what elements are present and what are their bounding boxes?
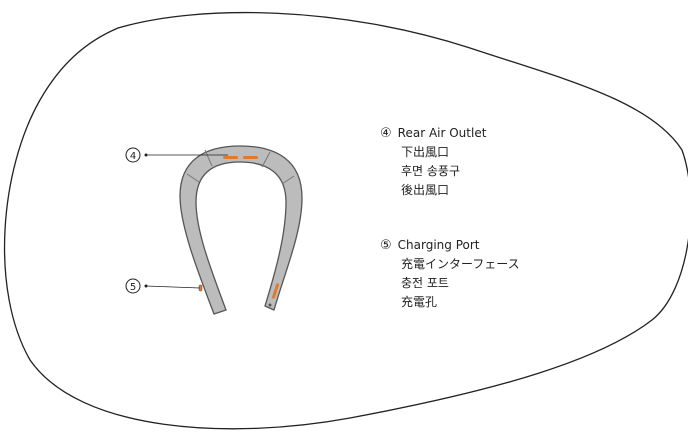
label-translation-ko: 충전 포트 <box>401 276 449 290</box>
teardrop-outline <box>3 11 688 430</box>
callout-number-4: 4 <box>130 151 136 162</box>
label-title-row: ⑤ Charging Port <box>380 236 520 255</box>
segment-line <box>204 149 213 167</box>
callout-number-5: 5 <box>130 282 136 293</box>
label-translation-ko: 후면 송풍구 <box>401 164 461 178</box>
rear-air-outlet-slot <box>223 156 238 159</box>
segment-line <box>281 175 295 185</box>
label-translation-tw: 充電孔 <box>401 295 438 309</box>
label-rear-air-outlet: ④ Rear Air Outlet 下出風口 후면 송풍구 後出風口 <box>380 124 486 200</box>
neck-fan-body <box>179 145 303 315</box>
label-translation-ja: 充電インターフェース <box>401 257 520 271</box>
label-title-row: ④ Rear Air Outlet <box>380 124 486 143</box>
callout-marker-5: 5 <box>125 278 201 294</box>
front-air-outlet-slot <box>271 283 280 299</box>
segment-line <box>186 173 200 183</box>
callout-marker-4: 4 <box>125 147 228 163</box>
circled-number: ⑤ <box>380 238 392 253</box>
neck-fan-device <box>179 145 303 315</box>
label-translation-tw: 後出風口 <box>401 183 450 197</box>
segment-line <box>261 151 271 168</box>
label-translation-zh: 下出風口 <box>401 145 450 159</box>
indicator-dot <box>268 303 272 307</box>
label-charging-port: ⑤ Charging Port 充電インターフェース 충전 포트 充電孔 <box>380 236 520 312</box>
rear-air-outlet-slot <box>243 156 258 159</box>
label-title: Rear Air Outlet <box>397 126 487 140</box>
circled-number: ④ <box>380 126 392 141</box>
label-title: Charging Port <box>397 238 480 252</box>
